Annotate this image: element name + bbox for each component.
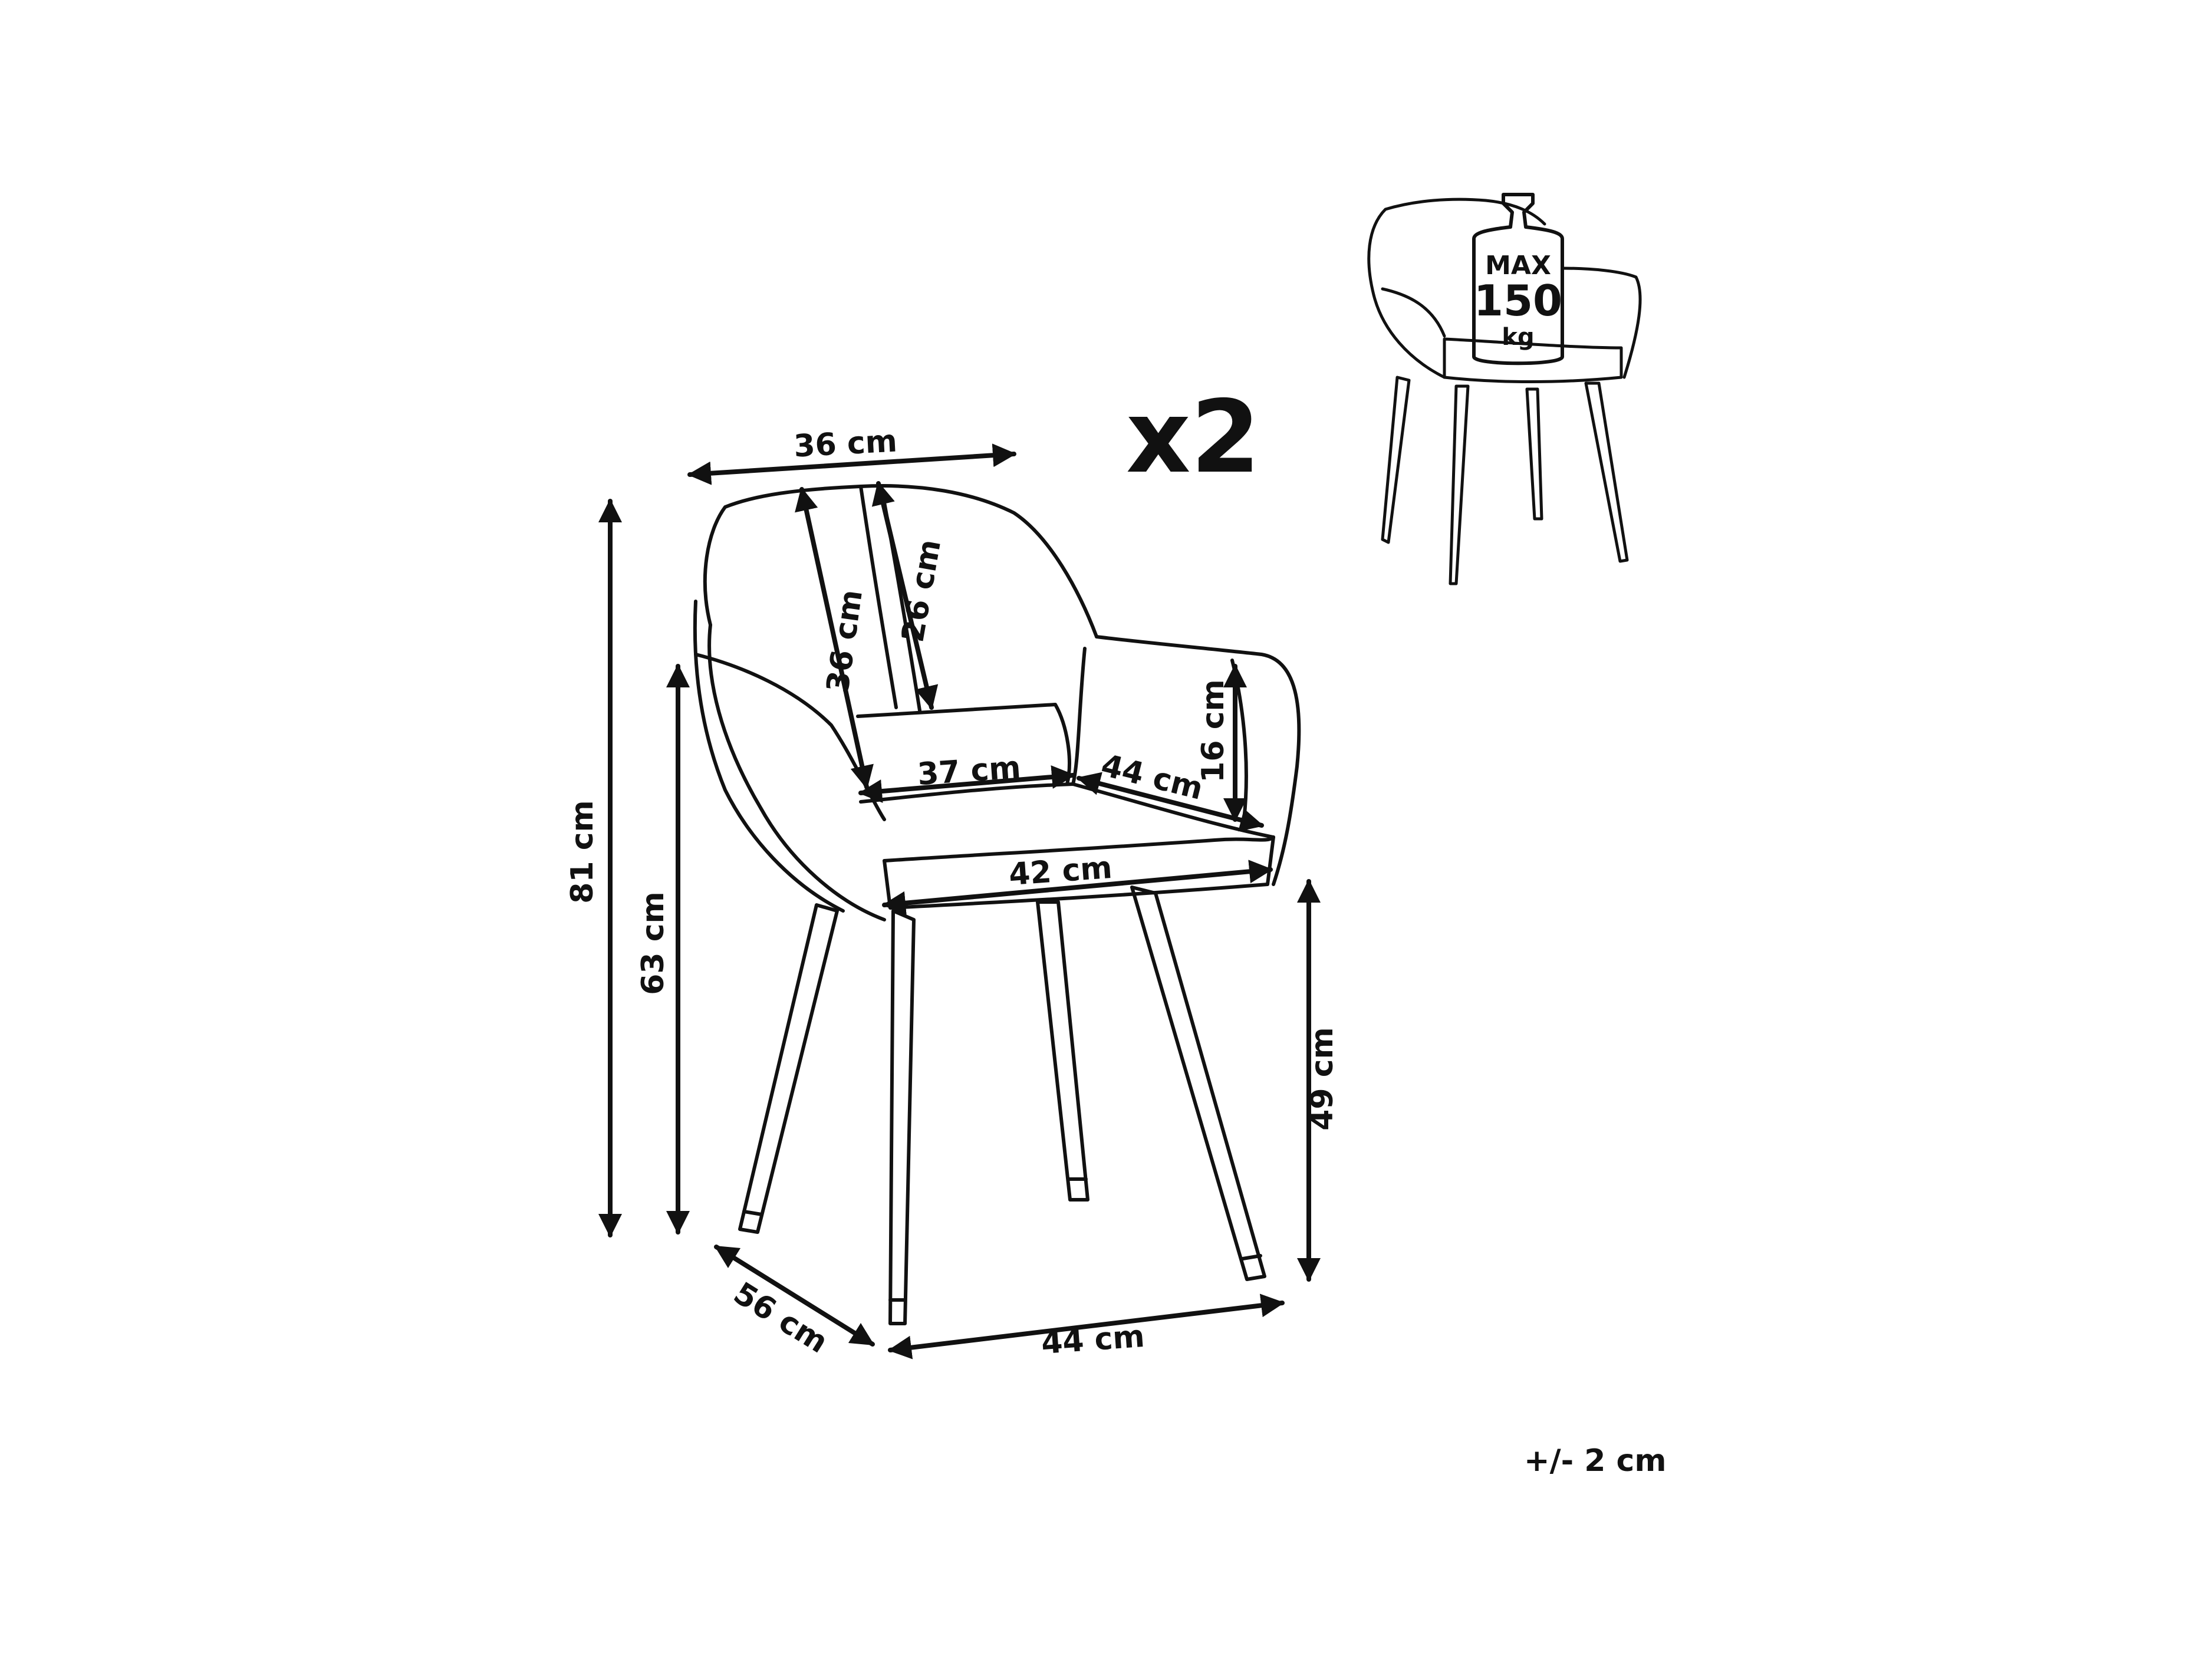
label-armrest-floor-height: 63 cm [636,891,671,995]
small-leg-2 [1449,384,1470,585]
leg-front-left [888,909,916,1325]
dimension-arrows [598,443,1321,1360]
label-seat-width: 42 cm [1008,850,1113,893]
arrow-width [888,1293,1285,1360]
arrow-depth [714,1245,875,1347]
dimension-labels: 36 cm 36 cm 26 cm 37 cm 44 cm 16 cm 42 c… [565,423,1340,1361]
small-back [1367,198,1546,297]
leg-back-left [738,903,839,1234]
small-left-shell [1372,293,1446,379]
left-shell [707,623,886,921]
leg-front-right [1130,886,1266,1281]
backrest-outline [703,484,1098,638]
small-inner [1381,287,1446,338]
weight-icon: MAX 150 kg [1472,193,1564,366]
arrow-back-height-outer [795,487,874,789]
small-leg-3 [1525,387,1543,521]
leg-back-right [1036,900,1089,1202]
badge-max-label: MAX [1485,251,1551,281]
arrow-seat-width [882,860,1273,915]
small-leg-4 [1584,381,1629,563]
load-chair-drawing [1367,198,1642,585]
right-arm [1095,635,1301,886]
main-chair-drawing [693,484,1301,1325]
small-arm [1561,266,1642,379]
badge-unit-label: kg [1502,324,1534,351]
leg-back-left-cap [742,1210,763,1216]
small-seat [1443,337,1623,383]
arrow-back-height-inner [871,481,939,710]
right-arm-inner [1071,647,1087,786]
small-leg-1 [1381,376,1411,544]
badge-weight-value: 150 [1474,276,1562,325]
left-outer-edge [693,600,845,913]
label-back-height-inner: 26 cm [895,536,948,644]
quantity-label: x2 [1126,379,1260,496]
leg-front-right-cap [1241,1254,1262,1260]
arrow-back-width [687,443,1016,485]
tolerance-note: +/- 2 cm [1524,1443,1667,1479]
label-width: 44 cm [1040,1319,1146,1361]
label-seat-depth-inner: 37 cm [916,750,1022,792]
label-armrest-height: 16 cm [1196,679,1231,782]
arrow-seat-depth-inner [858,765,1075,803]
label-total-height: 81 cm [565,800,600,903]
seat-front-edge [883,835,1275,863]
label-seat-height: 49 cm [1305,1027,1340,1130]
label-back-width: 36 cm [793,423,898,464]
